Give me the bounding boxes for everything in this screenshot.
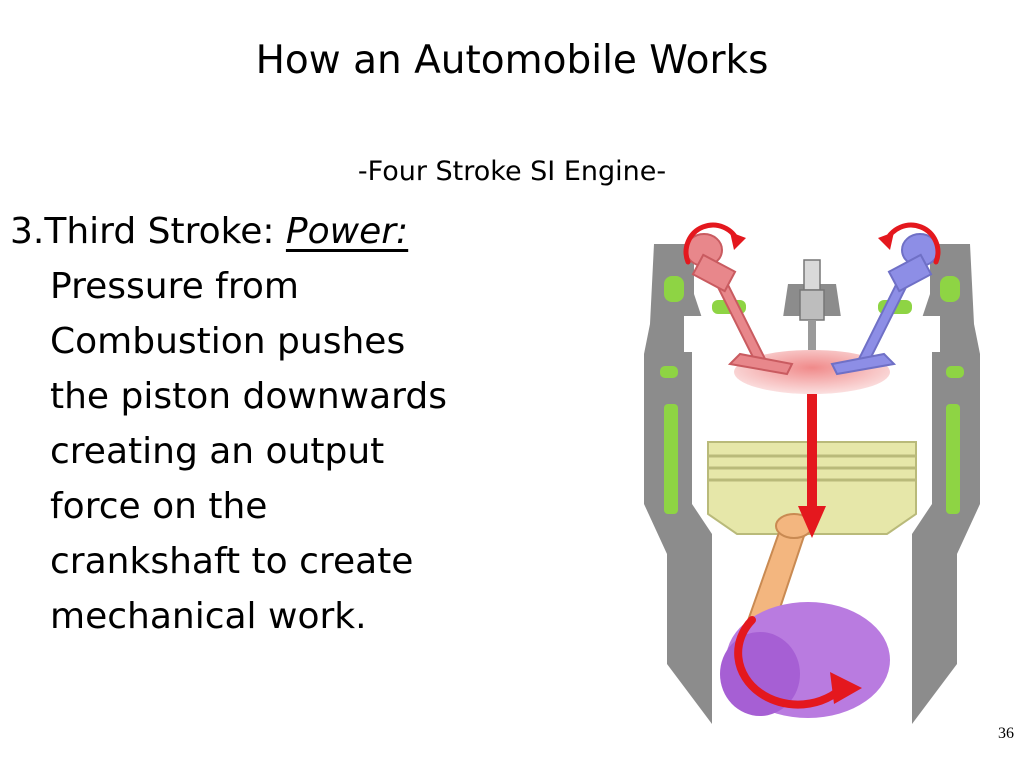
description-line: the piston downwards: [50, 376, 447, 417]
stroke-number: 3.: [10, 211, 45, 252]
spark-plug-icon: [799, 259, 825, 350]
crank-rotation-arrow: [734, 616, 862, 709]
description-line: mechanical work.: [50, 596, 367, 637]
rotation-arrow-icon: [683, 222, 941, 265]
stroke-keyword: Power:: [285, 211, 409, 252]
rotation-arrowheads: [730, 232, 894, 250]
down-arrow-icon: [798, 394, 826, 538]
description-line: force on the: [50, 486, 268, 527]
slide-title: How an Automobile Works: [255, 38, 769, 83]
combustion-chamber: [692, 350, 932, 394]
description-line: crankshaft to create: [50, 541, 414, 582]
intake-valve-icon: [685, 233, 794, 376]
stroke-heading-line: 3.Third Stroke: Power:: [10, 204, 530, 259]
description-line: Combustion pushes: [50, 321, 406, 362]
description-line: Pressure from: [50, 266, 299, 307]
stroke-name: Third Stroke:: [44, 211, 286, 252]
engine-cutaway-diagram: [644, 222, 980, 724]
stroke-description: 3.Third Stroke: Power: Pressure from Com…: [10, 204, 530, 644]
exhaust-valve-icon: [830, 233, 939, 376]
slide-subtitle: -Four Stroke SI Engine-: [357, 156, 667, 187]
description-line: creating an output: [50, 431, 385, 472]
page-number: 36: [998, 725, 1014, 742]
